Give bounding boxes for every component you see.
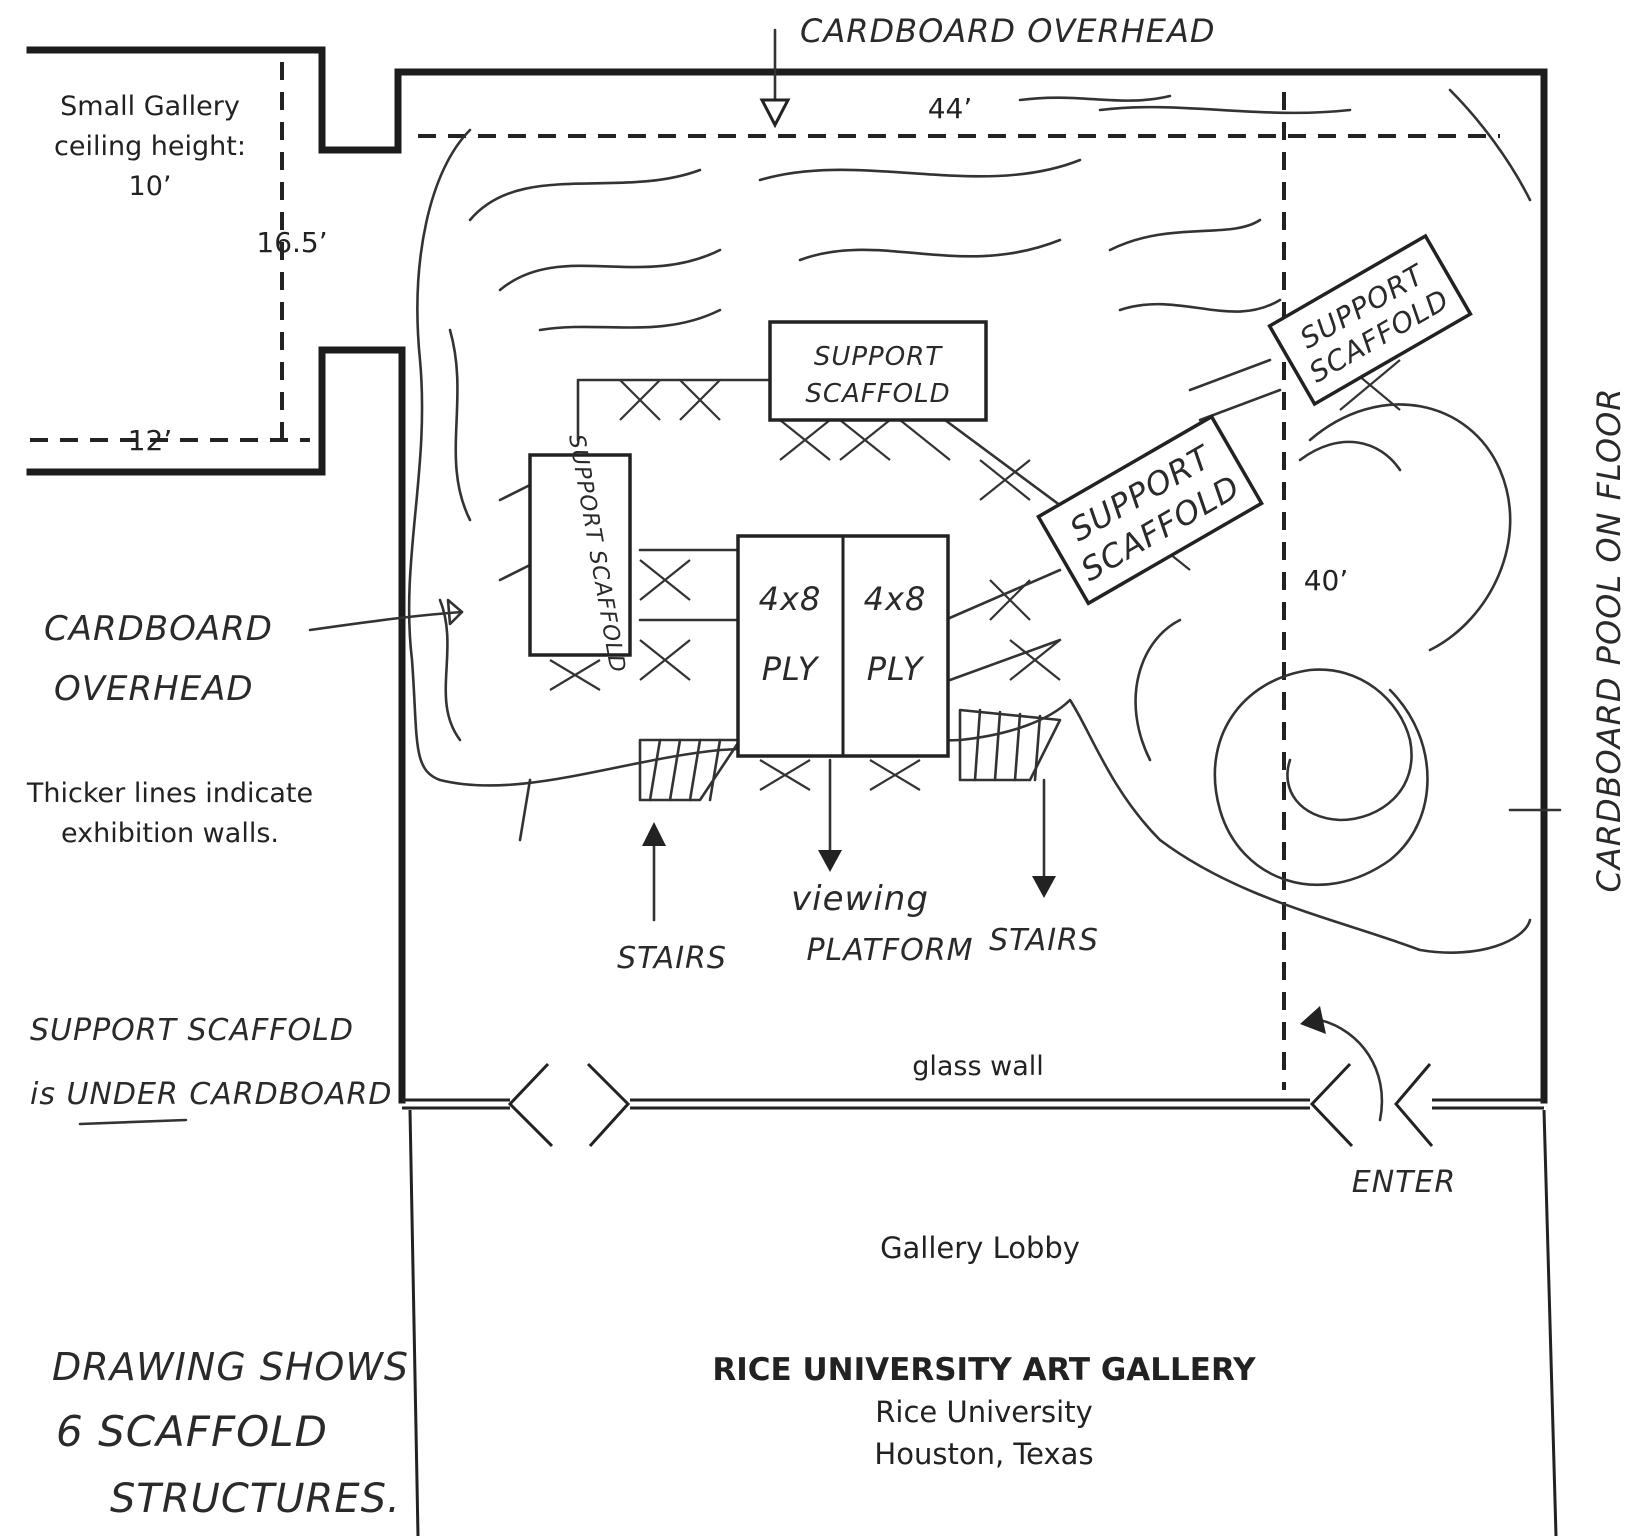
scaffold-top-label-1: SUPPORT: [814, 342, 943, 372]
stairs-left-label: STAIRS: [617, 941, 727, 976]
support-under-label-2: is UNDER CARDBOARD: [30, 1077, 392, 1112]
glass-wall-label: glass wall: [912, 1051, 1044, 1082]
legend-thicker-lines-1: Thicker lines indicate: [26, 778, 313, 809]
ply-right-label: PLY: [867, 650, 925, 688]
drawing-note-2: 6 SCAFFOLD: [56, 1407, 328, 1456]
small-gallery-label-3: 10’: [129, 171, 172, 202]
gallery-lobby-label: Gallery Lobby: [880, 1231, 1080, 1265]
cardboard-overhead-left-1: CARDBOARD: [44, 609, 273, 649]
drawing-note-3: STRUCTURES.: [110, 1476, 401, 1522]
cardboard-overhead-left-2: OVERHEAD: [54, 669, 254, 709]
scaffold-left: [528, 453, 632, 657]
dimension-16-5: 16.5’: [256, 226, 327, 259]
viewing-platform-label-2: PLATFORM: [806, 933, 973, 968]
small-gallery-label-1: Small Gallery: [60, 91, 240, 122]
dimension-12: 12’: [128, 424, 173, 457]
gallery-subtitle-1: Rice University: [875, 1395, 1093, 1429]
dimension-40: 40’: [1304, 564, 1349, 597]
scaffold-bracing: [498, 358, 1401, 802]
dimension-lines: [30, 62, 1500, 1090]
stairs-right-label: STAIRS: [989, 923, 1099, 958]
scaffold-diagonal-upper: [1267, 233, 1473, 407]
scaffold-top: [768, 320, 988, 422]
ply-right-size: 4x8: [864, 580, 927, 618]
small-gallery-label-2: ceiling height:: [54, 131, 246, 162]
exhibition-walls: [26, 46, 1558, 1536]
legend-thicker-lines-2: exhibition walls.: [61, 818, 279, 849]
gallery-title: RICE UNIVERSITY ART GALLERY: [712, 1352, 1256, 1388]
cardboard-pool-label: CARDBOARD POOL ON FLOOR: [1590, 387, 1628, 892]
cardboard-overhead-outline: [407, 88, 1532, 954]
cardboard-overhead-top-label: CARDBOARD OVERHEAD: [800, 12, 1216, 50]
scaffold-top-label-2: SCAFFOLD: [805, 379, 950, 409]
ply-left-label: PLY: [762, 650, 820, 688]
under-underline: [78, 1118, 188, 1126]
gallery-subtitle-2: Houston, Texas: [874, 1437, 1093, 1471]
support-under-label-1: SUPPORT SCAFFOLD: [30, 1013, 354, 1048]
cardboard-pool-spiral: [1134, 403, 1562, 886]
viewing-platform-label-1: viewing: [791, 879, 929, 919]
ply-left-size: 4x8: [759, 580, 822, 618]
viewing-platform-plywood: [736, 534, 950, 758]
scaffold-diagonal-middle: [1036, 414, 1264, 606]
glass-wall: [402, 1062, 1544, 1148]
dimension-44: 44’: [928, 92, 973, 125]
annotation-arrows: [308, 28, 1384, 1122]
enter-label: ENTER: [1352, 1165, 1457, 1200]
drawing-note-1: DRAWING SHOWS: [52, 1345, 409, 1389]
